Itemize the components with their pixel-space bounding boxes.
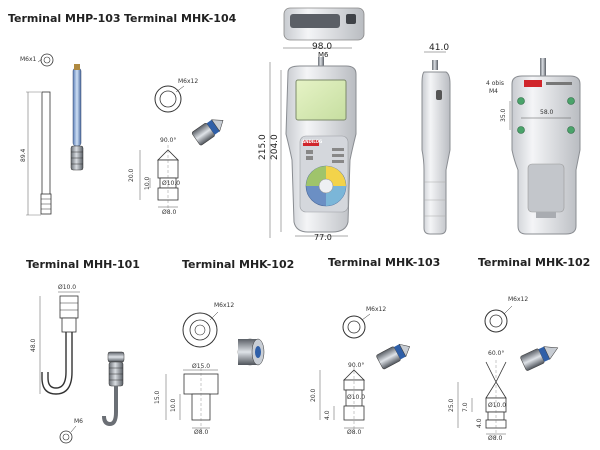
mhk102b-d1-label: Ø10.0 <box>488 402 507 409</box>
mhp-103-drawing <box>26 53 84 216</box>
mhh101-length-label: 48.0 <box>30 338 37 352</box>
mhk102b-d2-label: Ø8.0 <box>488 435 503 442</box>
mhk-102-a-drawing <box>165 311 265 432</box>
mhk104-height-label: 20.0 <box>128 168 135 182</box>
device-stud-label: M6 <box>318 51 329 59</box>
title-mhp-103: Terminal MHP-103 <box>8 12 121 25</box>
title-mhk-104: Terminal MHK-104 <box>124 12 237 25</box>
mhk104-d1-label: Ø10.0 <box>162 180 181 187</box>
title-mhk-102-b: Terminal MHK-102 <box>478 256 591 269</box>
title-mhk-103: Terminal MHK-103 <box>328 256 441 269</box>
mhk102a-h2-label: 10.0 <box>170 398 177 412</box>
mhk104-angle-label: 90.0° <box>160 137 177 144</box>
back-horizontal-label: 58.0 <box>540 109 554 116</box>
mhk102b-h2-label: 7.0 <box>462 402 469 412</box>
mhk102b-angle-label: 60.0° <box>488 350 505 357</box>
title-mhk-102-a: Terminal MHK-102 <box>182 258 295 271</box>
mhk103-d1-label: Ø10.0 <box>347 394 366 401</box>
mhk-104-drawing <box>139 85 224 210</box>
device-height-label: 215.0 <box>258 134 268 160</box>
back-vertical-label: 35.0 <box>500 108 507 122</box>
mhk102b-h3-label: 4.0 <box>476 418 483 428</box>
mhk103-height-label: 20.0 <box>310 388 317 402</box>
mhk-103-drawing <box>319 313 410 432</box>
side-depth-label: 41.0 <box>429 43 450 53</box>
mhk104-thread-label: M6x12 <box>178 78 199 85</box>
mhk-102-b-drawing <box>457 305 559 440</box>
mhk102b-thread-label: M6x12 <box>508 296 529 303</box>
mhk103-angle-label: 90.0° <box>348 362 365 369</box>
mhh101-thread-label: M6 <box>74 418 83 425</box>
device-brand-label: ANDILOG <box>302 139 323 144</box>
mhh101-diameter-label: Ø10.0 <box>58 284 77 291</box>
device-back-drawing <box>509 58 581 235</box>
back-thread-label: M4 <box>489 88 498 95</box>
mhp-thread-label: M6x1 <box>20 56 37 63</box>
device-body-height-label: 204.0 <box>270 134 280 160</box>
mhk102a-h1-label: 15.0 <box>154 390 161 404</box>
mhk103-d2-label: Ø8.0 <box>347 429 362 436</box>
mhk102a-d2-label: Ø8.0 <box>194 429 209 436</box>
mhk103-h2-label: 4.0 <box>324 410 331 420</box>
mhk104-mid-label: 10.0 <box>144 176 151 190</box>
device-width-label: 98.0 <box>312 42 333 52</box>
mhk104-d2-label: Ø8.0 <box>162 209 177 216</box>
device-bottom-width-label: 77.0 <box>314 233 332 242</box>
device-side-drawing <box>421 51 451 235</box>
title-mhh-101: Terminal MHH-101 <box>26 258 140 271</box>
device-front-drawing <box>269 7 365 238</box>
mhp-length-label: 89.4 <box>20 148 27 162</box>
mhk102b-height-label: 25.0 <box>448 398 455 412</box>
mhk103-thread-label: M6x12 <box>366 306 387 313</box>
mhk102a-d1-label: Ø15.0 <box>192 363 211 370</box>
mhh-101-drawing <box>39 291 125 444</box>
back-holes-label: 4 obis <box>486 80 504 87</box>
mhk102a-thread-label: M6x12 <box>214 302 235 309</box>
